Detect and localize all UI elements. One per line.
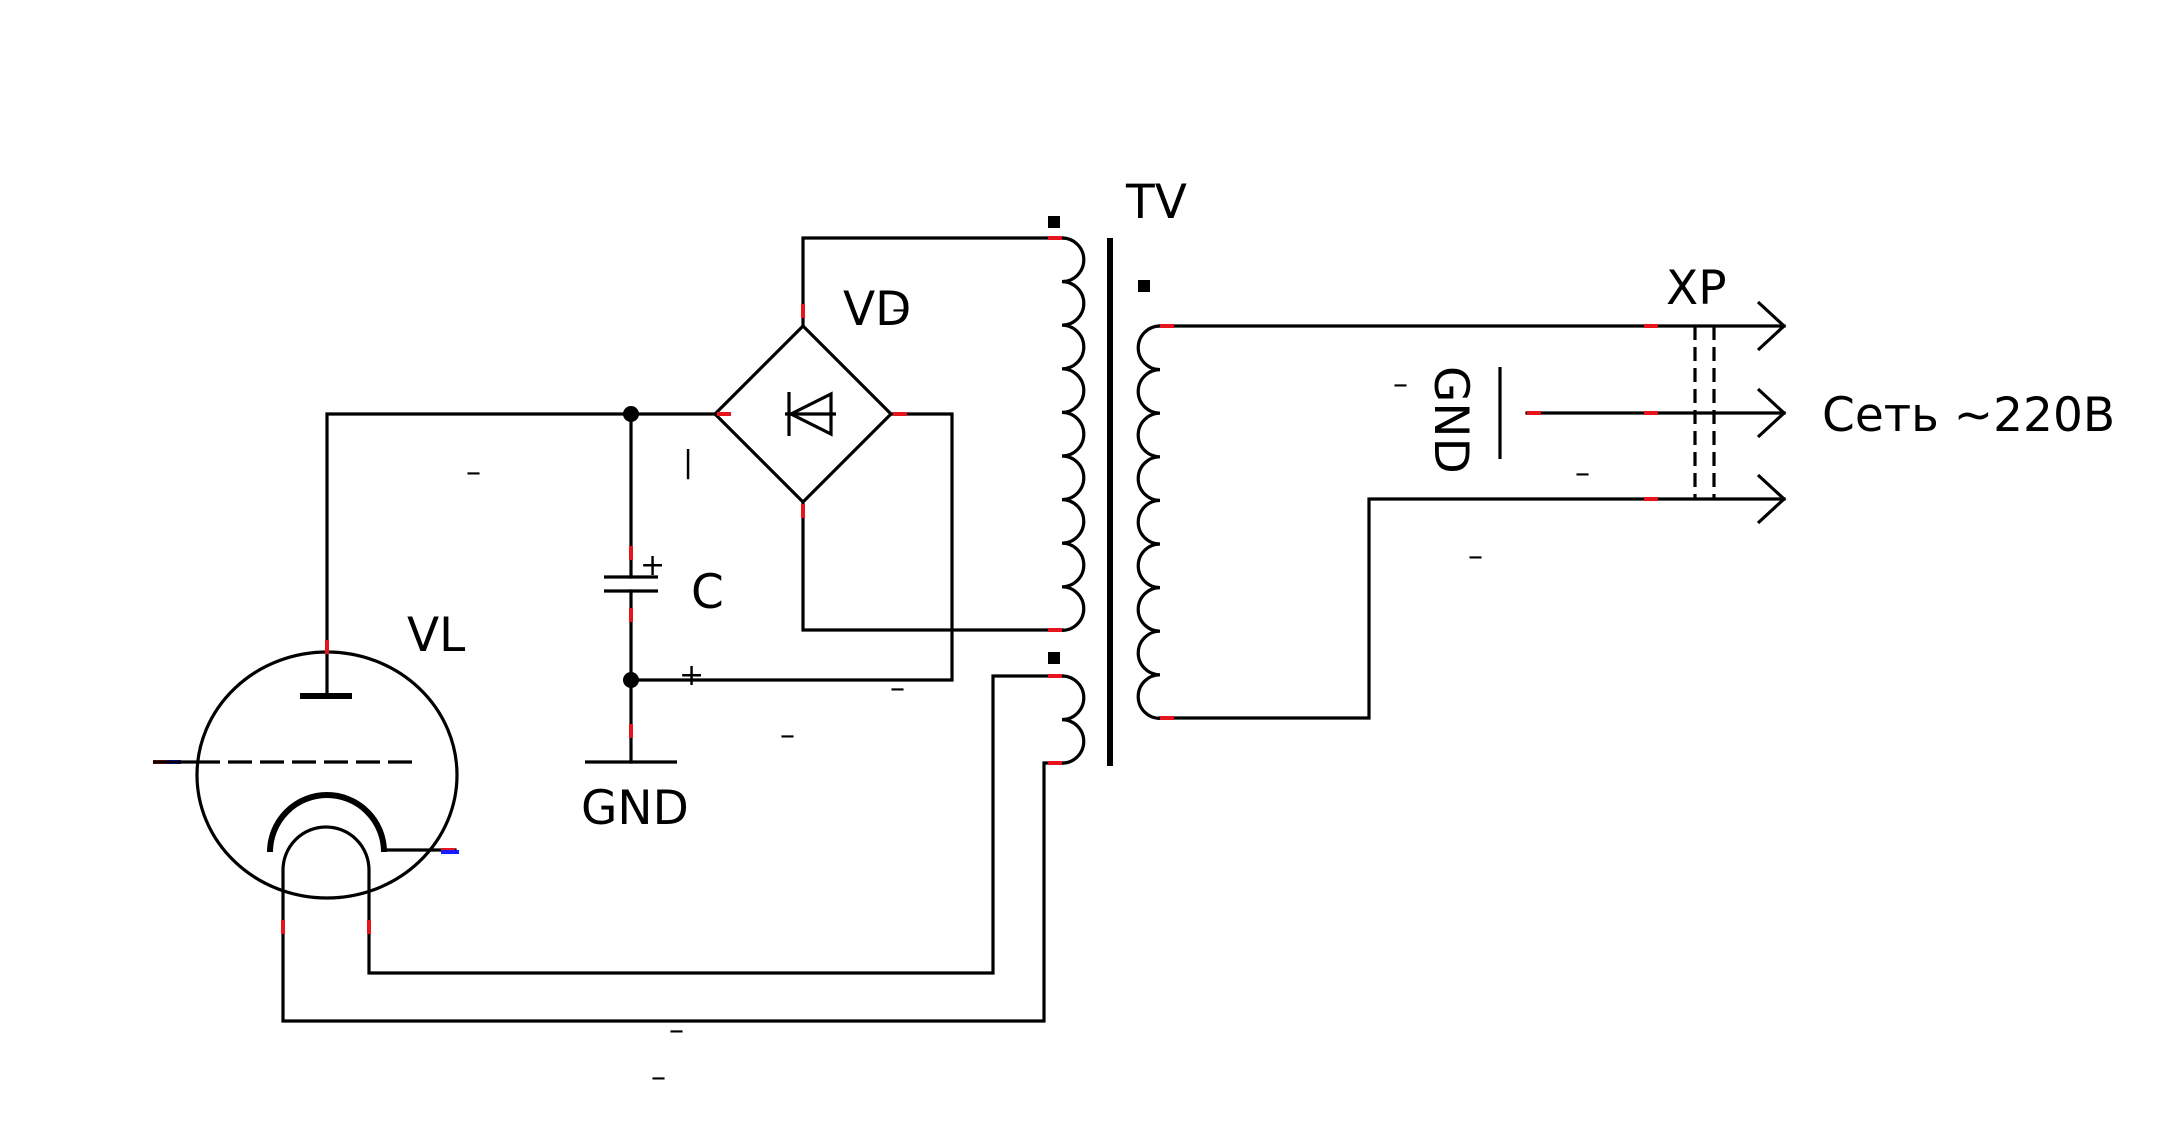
lamp-label: VL xyxy=(407,608,465,663)
pin-markers xyxy=(153,236,1658,934)
stray-mark: – xyxy=(651,1060,666,1095)
diode-bridge-label: VD xyxy=(843,282,911,337)
wire-bridge-top xyxy=(801,236,1064,328)
stray-mark: – xyxy=(890,671,905,706)
connector-arrow-3 xyxy=(1756,473,1787,525)
diode-bridge-vd: VD xyxy=(712,282,911,505)
lamp-cathode xyxy=(267,792,387,853)
ground-right: GND xyxy=(1423,366,1502,474)
wire-bridge-bottom xyxy=(801,500,1064,632)
stray-mark: – xyxy=(1575,456,1590,491)
stray-mark: – xyxy=(669,1013,684,1048)
stray-mark: – xyxy=(780,718,795,753)
stray-mark: – xyxy=(1468,539,1483,574)
wire-bridge-right xyxy=(629,412,954,682)
capacitor-c: + C xyxy=(604,412,724,764)
ground-right-label: GND xyxy=(1423,366,1478,474)
secondary-winding-filament xyxy=(1061,674,1086,765)
polarity-dot-2 xyxy=(1138,280,1150,292)
connector-arrow-1 xyxy=(1756,300,1787,352)
polarity-dot-3 xyxy=(1048,652,1060,664)
primary-winding xyxy=(1136,324,1161,720)
wire-filament-a xyxy=(367,674,1064,975)
lamp-vl: VL xyxy=(195,608,465,932)
polarity-dot-1 xyxy=(1048,216,1060,228)
stray-mark: – xyxy=(1393,367,1408,402)
stray-marks: – – – – – – – – – | + xyxy=(466,292,1590,1095)
lamp-heater xyxy=(281,825,371,932)
wire-anode xyxy=(325,412,717,698)
secondary-winding-main xyxy=(1061,236,1086,632)
ground-bottom: GND xyxy=(581,760,689,836)
stray-mark: – xyxy=(892,292,907,327)
stray-mark: – xyxy=(466,455,481,490)
connector-arrow-2 xyxy=(1756,387,1787,439)
capacitor-label: C xyxy=(691,565,724,620)
connector-xp: XP Сеть ~220В xyxy=(1666,261,2115,525)
capacitor-polarity: + xyxy=(640,548,665,583)
stray-mark: + xyxy=(679,658,704,693)
diode-triangle xyxy=(787,391,833,437)
connector-label: XP xyxy=(1666,261,1727,316)
mains-label: Сеть ~220В xyxy=(1822,388,2115,443)
wire-mains-n xyxy=(1158,497,1786,720)
wires xyxy=(281,236,1786,1023)
transformer-tv: TV xyxy=(1048,175,1187,766)
transformer-label: TV xyxy=(1125,175,1187,230)
ground-bottom-label: GND xyxy=(581,781,689,836)
stray-mark: | xyxy=(683,445,693,480)
